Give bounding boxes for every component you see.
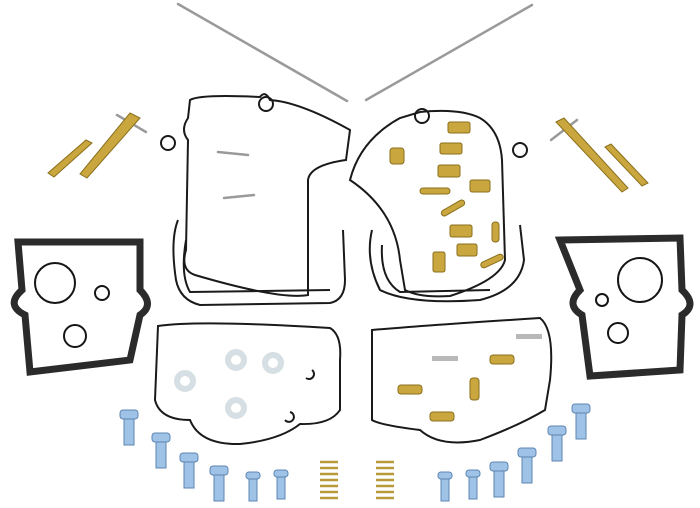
flange-gasket-left [10, 238, 151, 376]
jet-needle-left [176, 2, 349, 103]
springs [320, 460, 394, 500]
bowl-gasket-lower-left [153, 322, 342, 446]
float-needle-valves [216, 150, 256, 200]
bowl-gasket-lower-right [371, 316, 553, 444]
flange-gasket-right [554, 234, 694, 380]
jet-needle-right [364, 3, 534, 102]
pilot-screw-right [549, 117, 649, 193]
float-bowl-gasket-right [348, 108, 528, 303]
float-bowl-gasket-left [160, 93, 352, 307]
brass-jets [389, 121, 504, 273]
pilot-screw-left [47, 112, 148, 179]
screws [119, 403, 591, 502]
